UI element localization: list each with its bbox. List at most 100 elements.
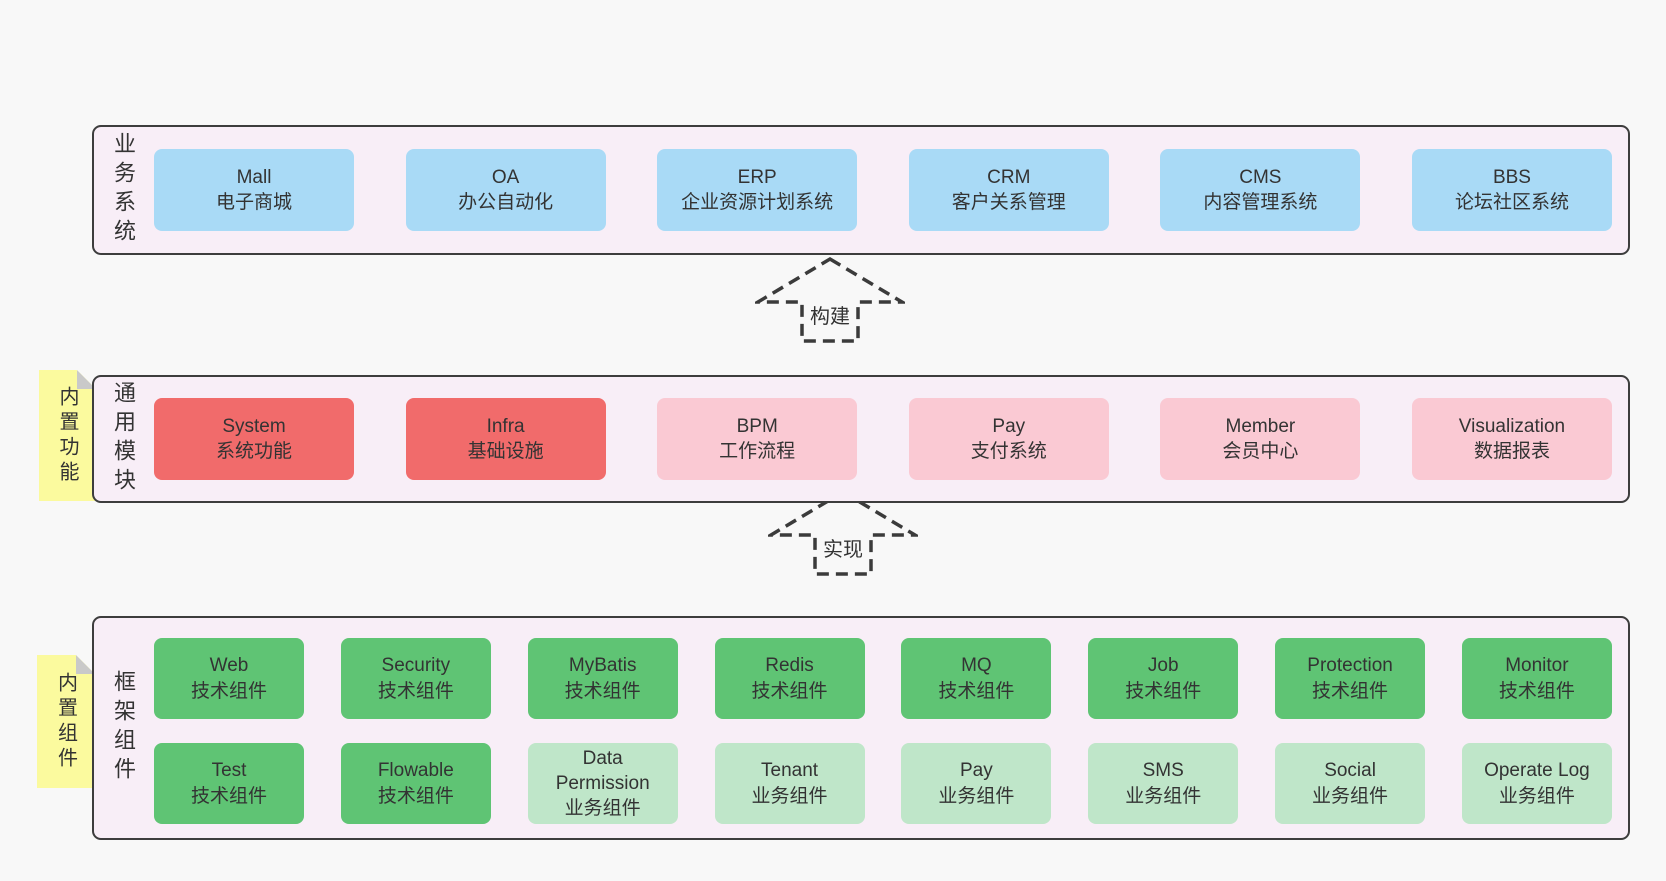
box-name: CMS — [1239, 166, 1282, 188]
arrow-label: 实现 — [823, 539, 863, 561]
box-mq: MQ 技术组件 — [901, 638, 1052, 719]
box-name: Operate Log — [1484, 760, 1590, 782]
box-protection: Protection 技术组件 — [1275, 638, 1426, 719]
box-name: Member — [1225, 415, 1296, 437]
box-mall: Mall 电子商城 — [154, 149, 354, 231]
box-bbs: BBS 论坛社区系统 — [1411, 149, 1612, 231]
box-bpm: BPM 工作流程 — [657, 398, 858, 480]
box-operate-log: Operate Log 业务组件 — [1461, 743, 1612, 824]
box-name: Infra — [486, 415, 525, 437]
box-name: Monitor — [1505, 655, 1569, 677]
arrow-label: 构建 — [810, 306, 850, 328]
box-name: Protection — [1307, 655, 1393, 677]
box-name: Social — [1324, 760, 1376, 782]
box-subtitle: 工作流程 — [719, 441, 796, 462]
box-subtitle: 技术组件 — [377, 680, 454, 702]
box-monitor: Monitor 技术组件 — [1461, 638, 1612, 719]
panel-title-common-modules: 通用模块 — [111, 381, 136, 497]
implement-arrow: 实现 — [768, 489, 918, 577]
box-name: System — [222, 415, 286, 437]
box-name: Test — [211, 760, 247, 782]
box-subtitle: 技术组件 — [751, 680, 828, 702]
sticky-note-label: 内置组件 — [54, 671, 77, 772]
box-oa: OA 办公自动化 — [405, 149, 606, 231]
box-name: BPM — [736, 415, 778, 437]
box-name: CRM — [987, 166, 1031, 188]
box-crm: CRM 客户关系管理 — [908, 149, 1109, 231]
box-name: MyBatis — [568, 655, 637, 677]
box-infra: Infra 基础设施 — [405, 398, 606, 480]
box-name: BBS — [1492, 166, 1531, 188]
box-subtitle: 基础设施 — [467, 441, 544, 462]
box-mybatis: MyBatis 技术组件 — [527, 638, 678, 719]
box-flowable: Flowable 技术组件 — [340, 743, 491, 824]
box-subtitle: 技术组件 — [564, 680, 641, 702]
panel-title-framework-components: 框架组件 — [111, 670, 136, 786]
box-name: Pay — [992, 415, 1026, 437]
box-subtitle: 业务组件 — [1312, 785, 1389, 807]
box-name: OA — [491, 166, 520, 188]
box-data-permission: Data Permission 业务组件 — [527, 743, 678, 824]
build-arrow: 构建 — [755, 256, 905, 344]
box-name: Redis — [765, 655, 814, 677]
box-subtitle: 技术组件 — [1125, 680, 1202, 702]
box-name: Mall — [236, 166, 272, 188]
box-name: Web — [209, 655, 249, 677]
box-subtitle: 会员中心 — [1222, 441, 1299, 462]
box-subtitle: 技术组件 — [938, 680, 1015, 702]
box-test: Test 技术组件 — [154, 743, 304, 824]
box-name: SMS — [1142, 760, 1184, 782]
box-subtitle: 支付系统 — [970, 441, 1047, 462]
box-security: Security 技术组件 — [340, 638, 491, 719]
box-pay-component: Pay 业务组件 — [901, 743, 1052, 824]
box-subtitle: 系统功能 — [215, 441, 292, 462]
sticky-note-label: 内置功能 — [56, 385, 78, 486]
box-member: Member 会员中心 — [1160, 398, 1361, 480]
box-pay-module: Pay 支付系统 — [908, 398, 1109, 480]
box-social: Social 业务组件 — [1275, 743, 1426, 824]
box-redis: Redis 技术组件 — [714, 638, 865, 719]
box-job: Job 技术组件 — [1088, 638, 1239, 719]
box-subtitle: 数据报表 — [1473, 441, 1550, 462]
box-subtitle: 业务组件 — [564, 798, 641, 820]
box-name: Tenant — [761, 760, 819, 782]
box-subtitle: 业务组件 — [751, 785, 828, 807]
box-name: MQ — [961, 655, 992, 677]
box-web: Web 技术组件 — [154, 638, 304, 719]
box-subtitle: 客户关系管理 — [951, 192, 1066, 213]
box-sms: SMS 业务组件 — [1088, 743, 1239, 824]
panel-common-modules: 通用模块 System 系统功能 Infra 基础设施 BPM 工作流程 Pay… — [92, 375, 1630, 503]
box-subtitle: 企业资源计划系统 — [681, 192, 834, 213]
box-visualization: Visualization 数据报表 — [1411, 398, 1612, 480]
sticky-note-builtin-components: 内置组件 — [37, 655, 95, 788]
box-subtitle: 业务组件 — [1498, 785, 1575, 807]
box-subtitle: 业务组件 — [938, 785, 1015, 807]
panel-framework-components: 框架组件 Web 技术组件 Security 技术组件 MyBatis 技术组件… — [92, 616, 1630, 840]
box-subtitle: 电子商城 — [215, 192, 292, 213]
components-box-row-1: Web 技术组件 Security 技术组件 MyBatis 技术组件 Redi… — [154, 638, 1612, 719]
panel-title-business-systems: 业务系统 — [111, 132, 136, 248]
box-subtitle: 论坛社区系统 — [1454, 192, 1569, 213]
box-name: Security — [381, 655, 451, 677]
box-name: Visualization — [1458, 415, 1566, 437]
box-subtitle: 技术组件 — [190, 680, 267, 702]
box-subtitle: 技术组件 — [1312, 680, 1389, 702]
arrow-up-icon — [755, 256, 905, 343]
box-erp: ERP 企业资源计划系统 — [657, 149, 858, 231]
box-name: Job — [1147, 655, 1179, 677]
box-name: Flowable — [377, 760, 454, 782]
box-cms: CMS 内容管理系统 — [1160, 149, 1361, 231]
box-name: ERP — [737, 166, 777, 188]
panel-business-systems: 业务系统 Mall 电子商城 OA 办公自动化 ERP 企业资源计划系统 CRM… — [92, 125, 1630, 255]
box-subtitle: 业务组件 — [1125, 785, 1202, 807]
business-box-row: Mall 电子商城 OA 办公自动化 ERP 企业资源计划系统 CRM 客户关系… — [154, 149, 1612, 231]
box-name: Pay — [960, 760, 993, 782]
sticky-note-builtin-features: 内置功能 — [39, 370, 96, 501]
box-tenant: Tenant 业务组件 — [714, 743, 865, 824]
box-subtitle: 办公自动化 — [458, 192, 554, 213]
box-subtitle: 技术组件 — [1498, 680, 1575, 702]
box-system: System 系统功能 — [154, 398, 354, 480]
box-subtitle: 技术组件 — [377, 785, 454, 807]
box-subtitle: 内容管理系统 — [1203, 192, 1318, 213]
